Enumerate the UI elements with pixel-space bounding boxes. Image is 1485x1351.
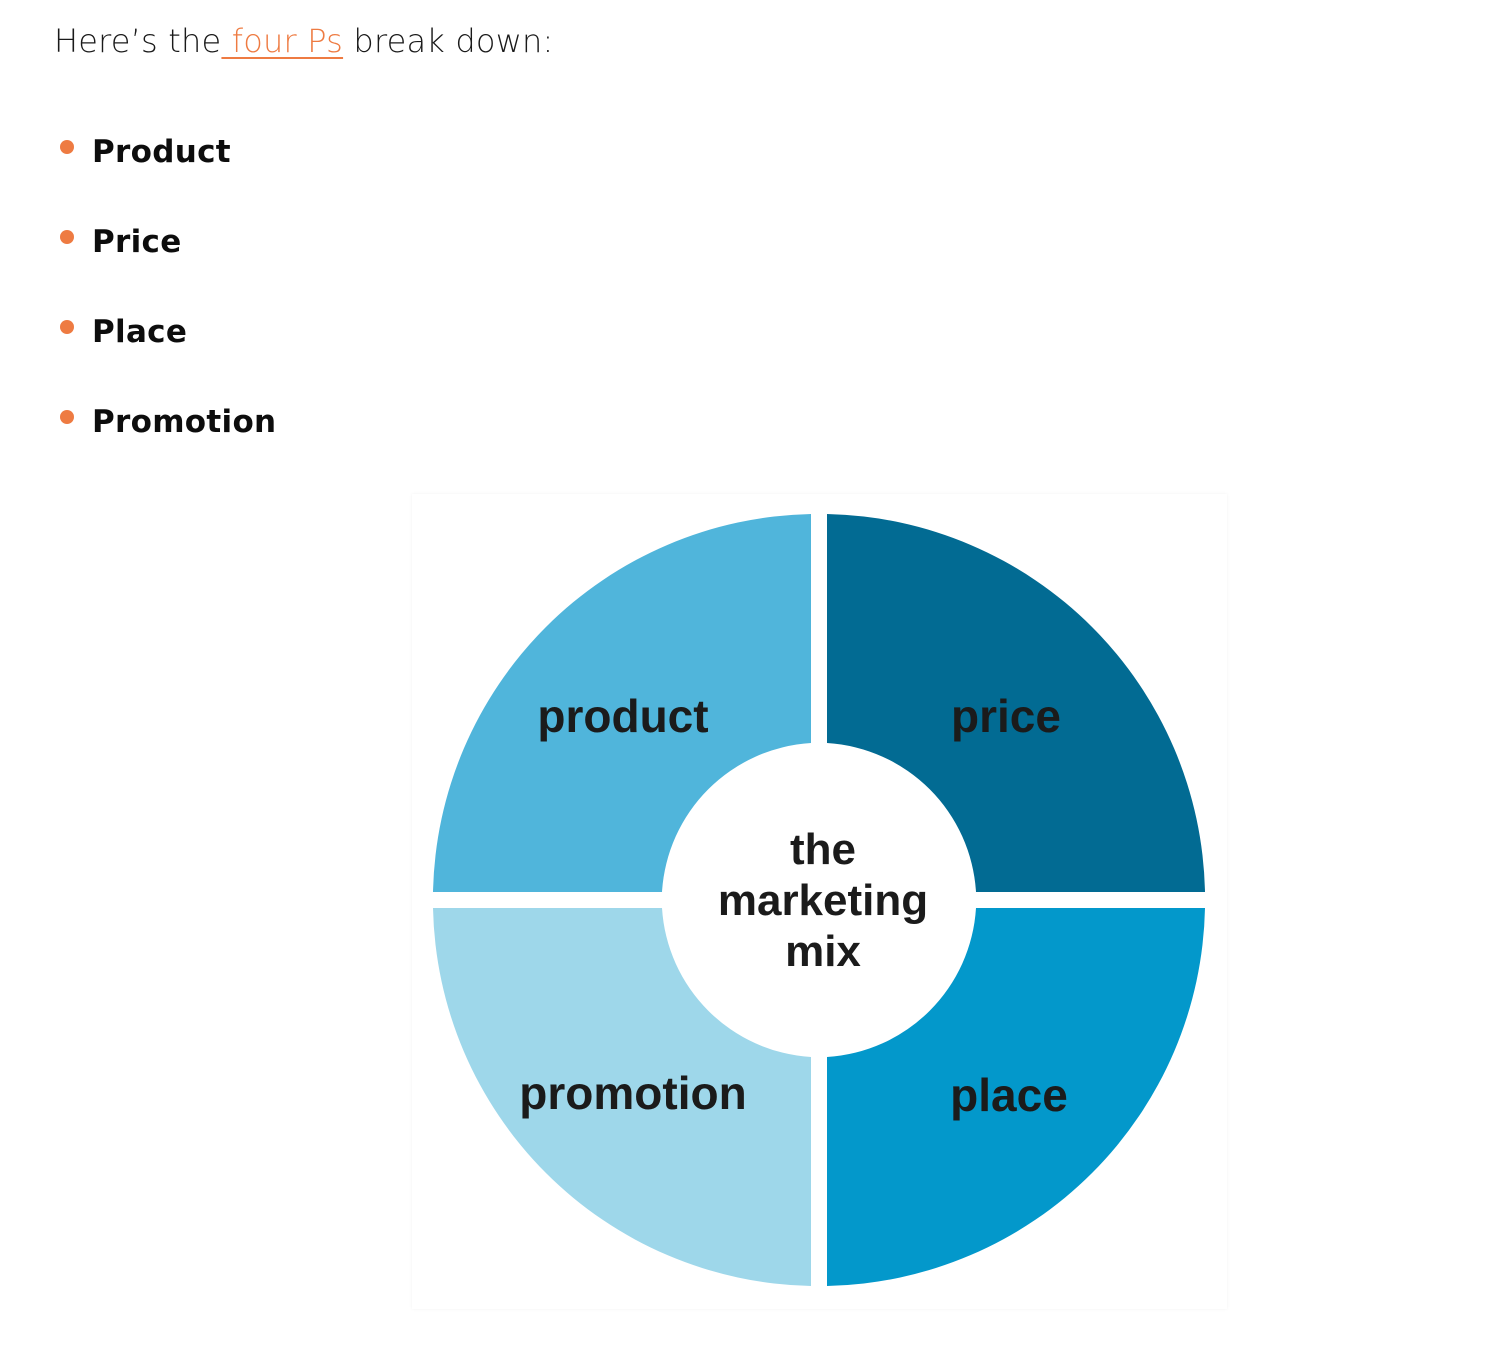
four-ps-list: Product Price Place Promotion: [54, 128, 276, 488]
center-label-line-3: mix: [785, 927, 861, 976]
intro-prefix: Here’s the: [54, 22, 222, 60]
intro-paragraph: Here’s the four Ps break down:: [54, 22, 554, 60]
marketing-mix-svg: product price promotion place the market…: [433, 514, 1205, 1286]
list-item-label: Price: [92, 224, 182, 260]
bullet-dot-icon: [60, 320, 74, 334]
list-item-place: Place: [54, 308, 276, 398]
quadrant-label-price: price: [951, 690, 1061, 742]
center-label-line-1: the: [790, 825, 856, 874]
list-item-label: Place: [92, 314, 188, 350]
quadrant-price: [827, 514, 1205, 892]
bullet-dot-icon: [60, 410, 74, 424]
quadrant-promotion: [433, 908, 811, 1286]
center-label-line-2: marketing: [718, 876, 928, 925]
list-item-price: Price: [54, 218, 276, 308]
marketing-mix-diagram: product price promotion place the market…: [412, 494, 1227, 1309]
intro-suffix: break down:: [343, 22, 554, 60]
bullet-dot-icon: [60, 230, 74, 244]
bullet-dot-icon: [60, 140, 74, 154]
list-item-promotion: Promotion: [54, 398, 276, 488]
quadrant-place: [827, 908, 1205, 1286]
four-ps-link[interactable]: four Ps: [221, 22, 344, 60]
list-item-product: Product: [54, 128, 276, 218]
quadrant-label-product: product: [537, 690, 708, 742]
quadrant-label-place: place: [950, 1069, 1068, 1121]
list-item-label: Promotion: [92, 404, 277, 440]
list-item-label: Product: [92, 134, 231, 170]
quadrant-label-promotion: promotion: [519, 1067, 746, 1119]
quadrant-product: [433, 514, 811, 892]
